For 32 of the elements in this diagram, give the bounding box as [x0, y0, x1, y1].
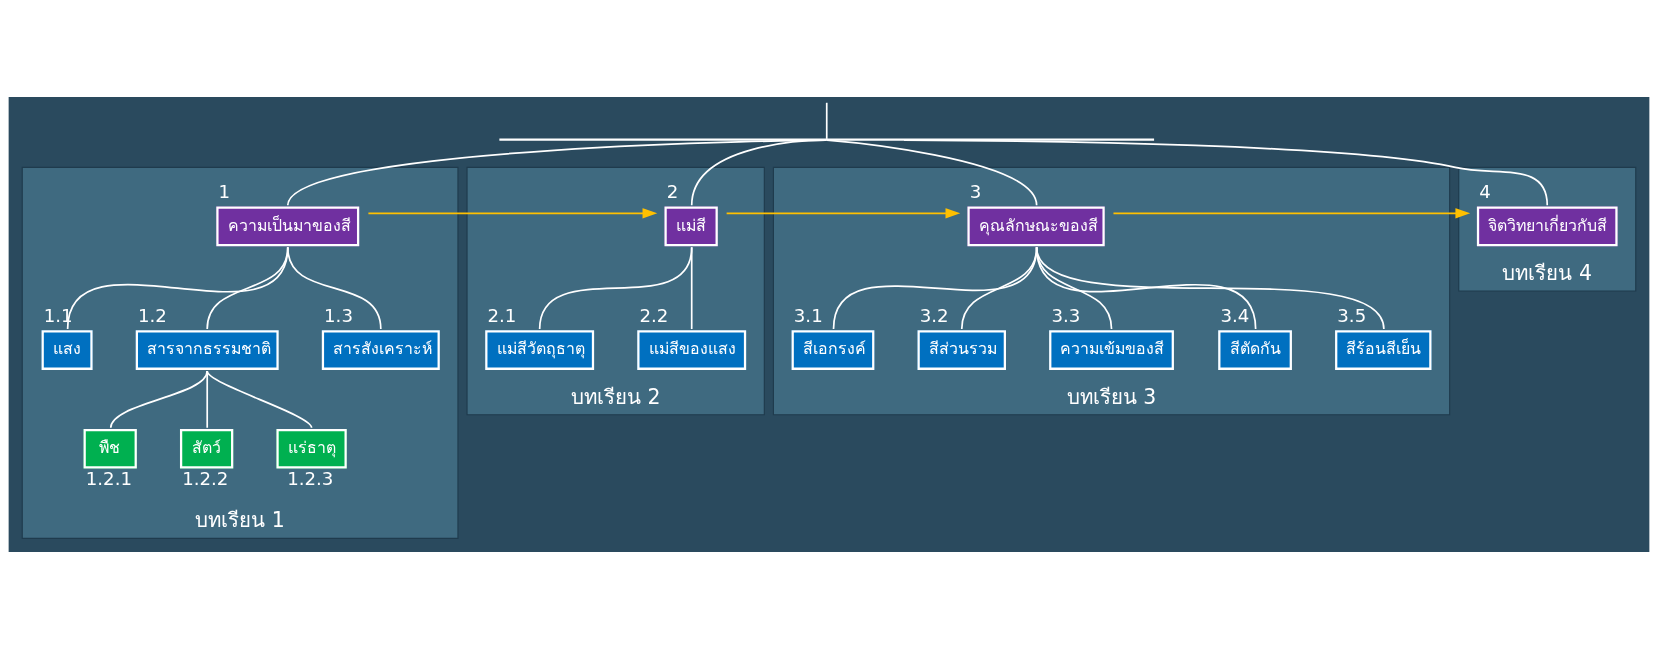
connector — [206, 369, 313, 429]
node-bar — [499, 137, 1155, 141]
node-label: 1.2.1 — [85, 467, 132, 489]
connector — [826, 138, 1038, 206]
node-label: 3.1 — [793, 304, 823, 326]
node-label: 1.3 — [324, 304, 353, 326]
node-label: 4 — [1479, 180, 1491, 202]
node-label: 3.5 — [1337, 304, 1367, 326]
connector — [1035, 246, 1385, 330]
connector — [109, 369, 209, 429]
arrow — [367, 207, 658, 218]
connector — [903, 138, 1549, 206]
node-label: 3.2 — [919, 304, 949, 326]
connector — [825, 101, 828, 140]
node-label: 2 — [666, 180, 679, 202]
connector — [690, 138, 827, 206]
node-label: 1 — [218, 180, 231, 202]
connector — [286, 246, 382, 330]
connector — [206, 369, 209, 429]
connector — [286, 138, 828, 206]
node-label: 1.2.2 — [182, 467, 229, 489]
arrow — [1112, 207, 1471, 218]
node-label: 3 — [969, 180, 982, 202]
node-label: 2.1 — [487, 304, 517, 326]
node-label: 2.2 — [639, 304, 669, 326]
node-label: 1.2.3 — [287, 467, 334, 489]
node-label: 1.2 — [137, 304, 167, 326]
arrow — [725, 207, 961, 218]
node-label: 3.3 — [1051, 304, 1081, 326]
node-label: 3.4 — [1220, 304, 1250, 326]
connector — [690, 246, 693, 330]
connector — [538, 246, 693, 330]
